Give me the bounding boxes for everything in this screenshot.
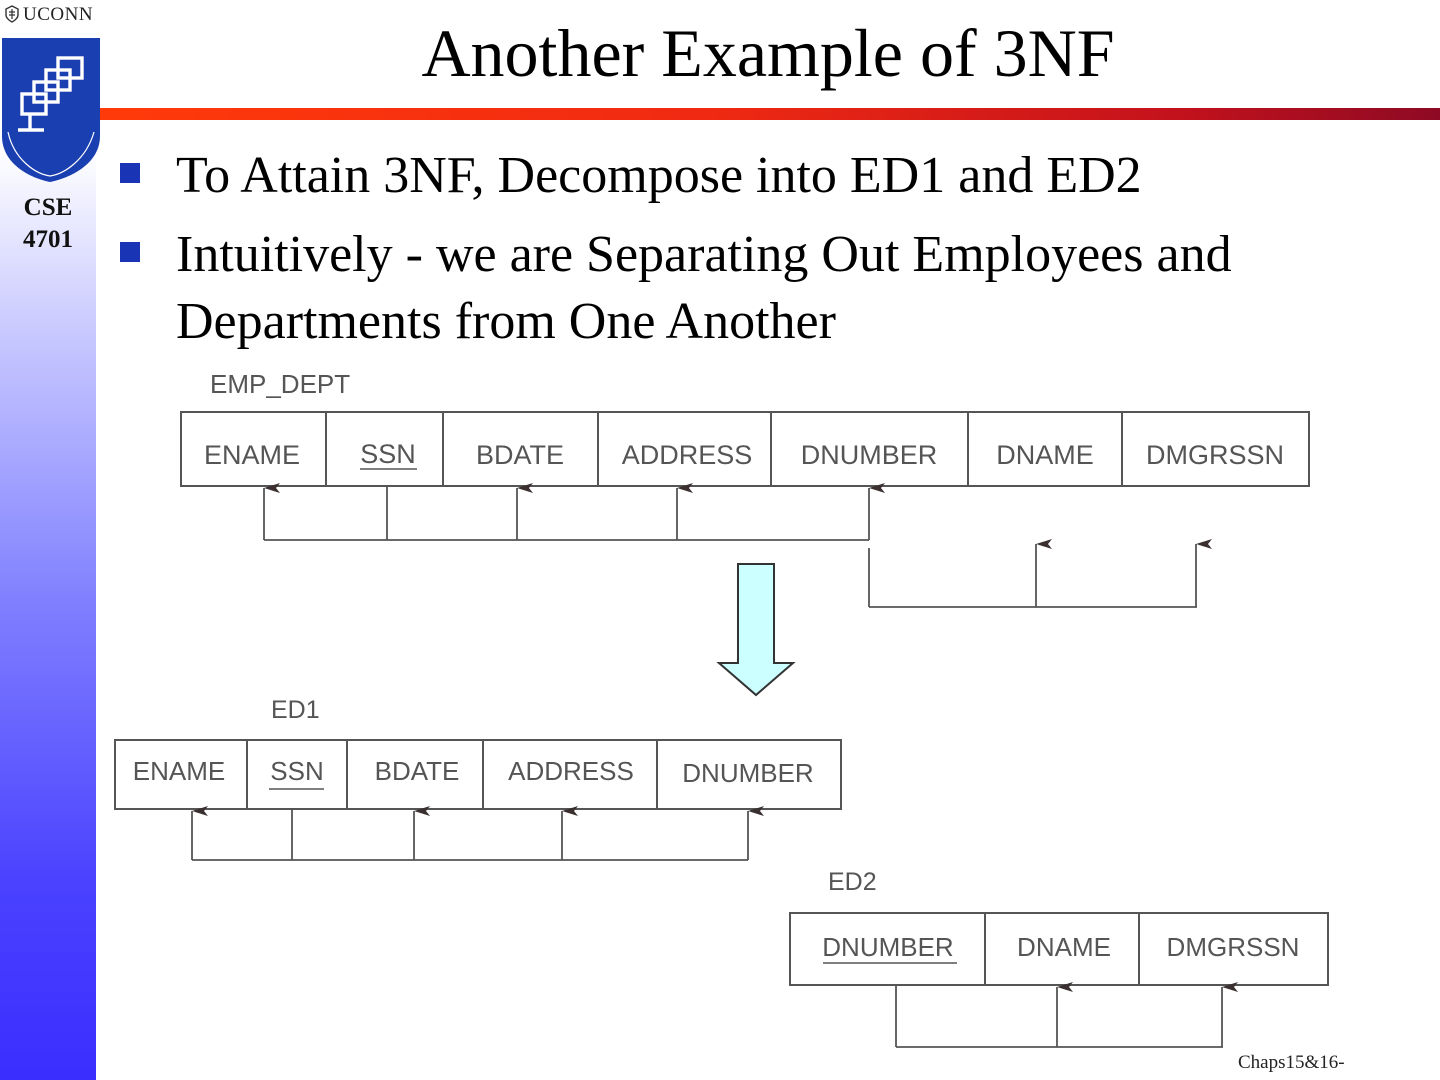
attr-dmgrssn: DMGRSSN bbox=[1146, 440, 1284, 470]
ed1-attr-ssn-key: SSN bbox=[270, 756, 323, 786]
ed2-attr-dnumber-key: DNUMBER bbox=[822, 932, 953, 962]
course-code: CSE 4701 bbox=[0, 192, 96, 256]
university-name: UCONN bbox=[23, 4, 94, 25]
bullet-square-icon bbox=[120, 163, 140, 183]
attr-ename: ENAME bbox=[204, 440, 300, 470]
ed2-attr-dmgrssn: DMGRSSN bbox=[1167, 932, 1300, 962]
department-logo bbox=[2, 38, 100, 182]
course-number: 4701 bbox=[23, 226, 73, 253]
attr-ssn-key: SSN bbox=[360, 439, 416, 469]
attr-dnumber: DNUMBER bbox=[801, 440, 938, 470]
fd-ed1-ssn bbox=[191, 806, 764, 861]
ed1-attr-dnumber: DNUMBER bbox=[682, 758, 813, 788]
course-dept: CSE bbox=[23, 194, 73, 221]
relation-ed1 bbox=[114, 739, 842, 810]
ed1-attr-address: ADDRESS bbox=[508, 756, 634, 786]
relation-name-ed1: ED1 bbox=[271, 696, 320, 724]
relation-name-emp-dept: EMP_DEPT bbox=[210, 369, 350, 399]
attr-address: ADDRESS bbox=[622, 440, 753, 470]
ed1-attr-bdate: BDATE bbox=[375, 756, 460, 786]
bullet-1: To Attain 3NF, Decompose into ED1 and ED… bbox=[176, 147, 1142, 204]
ed2-attr-dname: DNAME bbox=[1017, 932, 1111, 962]
fd-ed2-dnumber bbox=[895, 982, 1238, 1048]
bullet-2-line-2: Departments from One Another bbox=[176, 293, 836, 350]
bullet-square-icon bbox=[120, 242, 140, 262]
fd-dnumber bbox=[868, 539, 1212, 608]
uconn-seal-icon bbox=[5, 5, 19, 23]
decompose-arrow-icon bbox=[716, 563, 796, 697]
attr-bdate: BDATE bbox=[476, 440, 564, 470]
relation-name-ed2: ED2 bbox=[828, 868, 877, 896]
attr-dname: DNAME bbox=[996, 440, 1094, 470]
ed1-attr-ename: ENAME bbox=[133, 756, 225, 786]
relation-emp-dept bbox=[180, 411, 1310, 487]
university-logo: UCONN bbox=[4, 4, 93, 26]
bullet-2-line-1: Intuitively - we are Separating Out Empl… bbox=[176, 226, 1232, 283]
fd-ssn bbox=[263, 483, 885, 541]
slide-footer: Chaps15&16- bbox=[1238, 1052, 1345, 1073]
slide-title: Another Example of 3NF bbox=[421, 15, 1115, 91]
title-divider bbox=[100, 108, 1440, 120]
